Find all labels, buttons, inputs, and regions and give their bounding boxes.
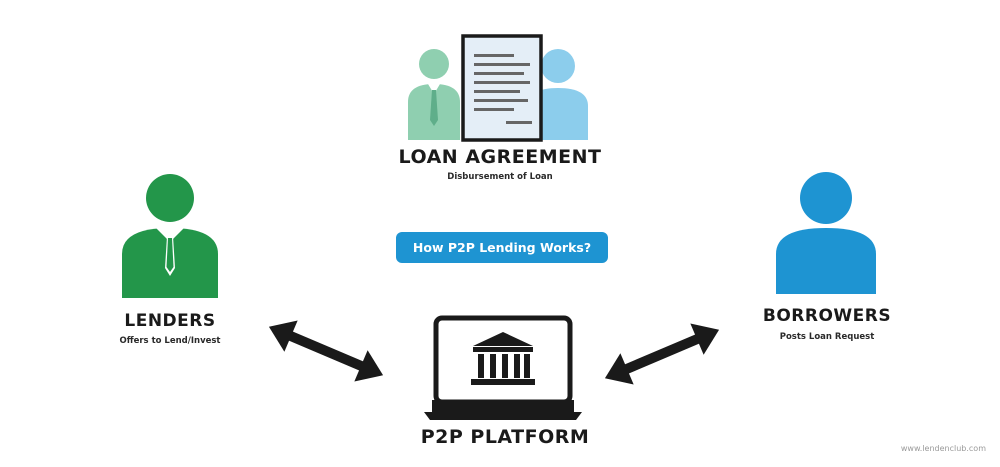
platform-title: P2P PLATFORM: [420, 426, 590, 448]
lenders-title: LENDERS: [124, 311, 216, 331]
businessman-icon: [116, 170, 224, 300]
bank-icon: [471, 332, 535, 385]
person-icon: [772, 168, 880, 296]
lenders-subtitle: Offers to Lend/Invest: [119, 336, 221, 346]
loan-agreement-title: LOAN AGREEMENT: [398, 146, 602, 168]
lenders-platform-arrow: [268, 320, 384, 382]
agreement-person-left-icon: [408, 49, 460, 140]
loan-agreement-icon: [398, 32, 598, 142]
document-icon: [461, 34, 543, 142]
watermark: www.lendenclub.com: [900, 444, 986, 453]
borrowers-subtitle: Posts Loan Request: [779, 332, 875, 342]
agreement-person-right-icon: [528, 49, 588, 140]
laptop-bank-icon: [418, 312, 588, 424]
borrowers-platform-arrow: [604, 323, 720, 385]
borrowers-title: BORROWERS: [762, 306, 892, 326]
how-it-works-badge: How P2P Lending Works?: [396, 232, 608, 263]
loan-agreement-subtitle: Disbursement of Loan: [447, 172, 553, 182]
